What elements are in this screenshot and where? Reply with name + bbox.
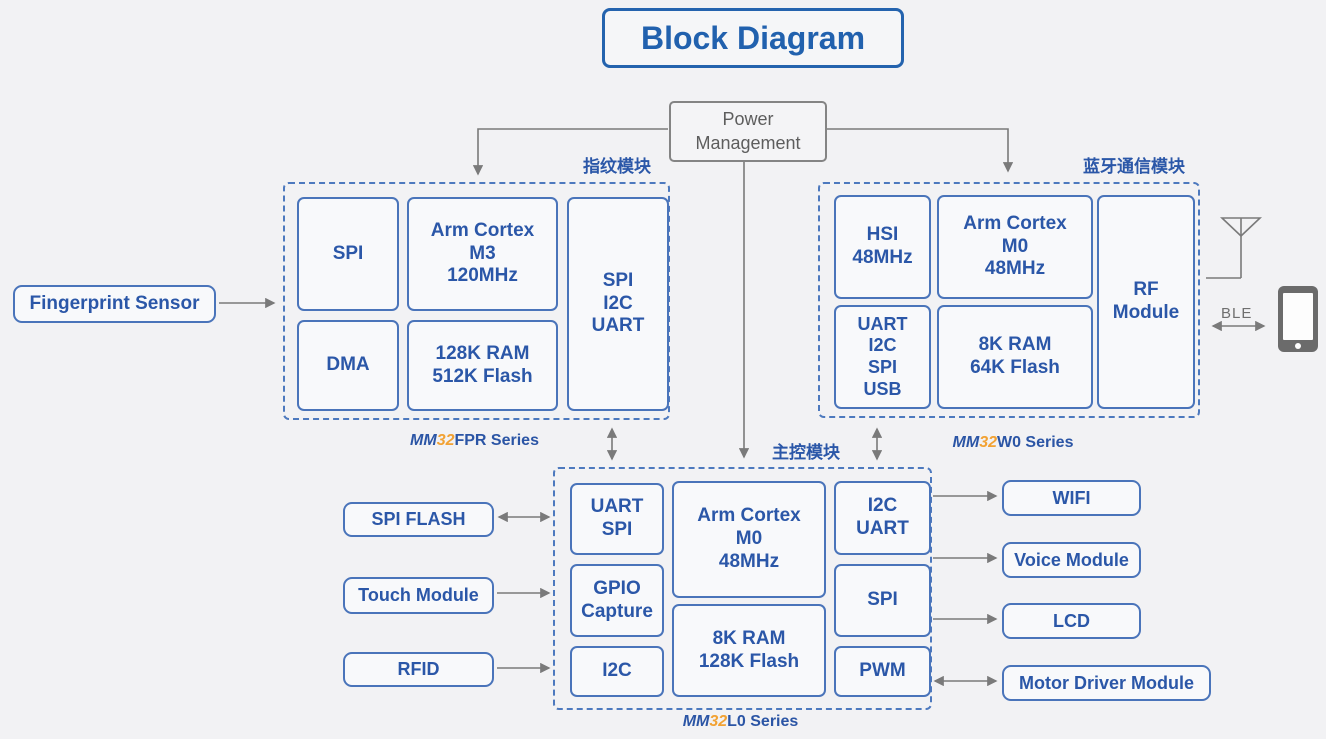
series-rest: L0 Series <box>727 713 799 730</box>
series-rest: FPR Series <box>454 432 539 449</box>
block-hsi: HSI 48MHz <box>834 195 931 299</box>
peripheral-voice-module: Voice Module <box>1002 542 1141 578</box>
series-mm: MM <box>682 713 710 730</box>
peripheral-wifi: WIFI <box>1002 480 1141 516</box>
fingerprint-sensor-box: Fingerprint Sensor <box>13 285 216 323</box>
series-mm: MM <box>952 434 980 451</box>
peripheral-lcd: LCD <box>1002 603 1141 639</box>
module-tag-main: 主控模块 <box>772 443 840 462</box>
peripheral-touch-module: Touch Module <box>343 577 494 614</box>
module-main: UART SPI Arm Cortex M0 48MHz I2C UART GP… <box>553 467 932 710</box>
smartphone-icon <box>1278 286 1318 352</box>
phone-home-button <box>1295 343 1301 349</box>
block-arm-cortex-m0-bt: Arm Cortex M0 48MHz <box>937 195 1093 299</box>
series-mm: MM <box>410 432 437 449</box>
series-label-bluetooth: MM32W0 Series <box>818 434 1208 452</box>
peripheral-rfid: RFID <box>343 652 494 687</box>
block-8k-ram-64k: 8K RAM 64K Flash <box>937 305 1093 409</box>
block-i2c-main: I2C <box>570 646 664 697</box>
module-bluetooth: HSI 48MHz Arm Cortex M0 48MHz RF Module … <box>818 182 1200 418</box>
power-management-box: Power Management <box>669 101 827 162</box>
block-spi-i2c-uart: SPI I2C UART <box>567 197 669 411</box>
block-i2c-uart: I2C UART <box>834 481 931 555</box>
series-label-fingerprint: MM32FPR Series <box>283 432 666 450</box>
block-uart-spi: UART SPI <box>570 483 664 555</box>
series-32: 32 <box>709 713 728 730</box>
block-pwm: PWM <box>834 646 931 697</box>
block-uart-i2c-spi-usb: UART I2C SPI USB <box>834 305 931 409</box>
block-8k-ram-128k: 8K RAM 128K Flash <box>672 604 826 697</box>
peripheral-spi-flash: SPI FLASH <box>343 502 494 537</box>
antenna-icon <box>1219 217 1263 278</box>
module-tag-fingerprint: 指纹模块 <box>583 157 651 176</box>
module-tag-bluetooth: 蓝牙通信模块 <box>1083 157 1185 176</box>
page-title: Block Diagram <box>602 8 904 68</box>
block-arm-cortex-m0-main: Arm Cortex M0 48MHz <box>672 481 826 598</box>
module-fingerprint: SPI Arm Cortex M3 120MHz SPI I2C UART DM… <box>283 182 670 420</box>
antenna-triangle <box>1219 217 1263 238</box>
block-spi-main: SPI <box>834 564 931 637</box>
block-128k-ram: 128K RAM 512K Flash <box>407 320 558 411</box>
series-32: 32 <box>979 434 997 451</box>
connector-power-to-bluetooth <box>820 128 1014 173</box>
ble-label: BLE <box>1221 305 1253 322</box>
block-spi: SPI <box>297 197 399 311</box>
peripheral-motor-driver: Motor Driver Module <box>1002 665 1211 701</box>
block-rf-module: RF Module <box>1097 195 1195 409</box>
series-rest: W0 Series <box>996 434 1074 451</box>
block-arm-cortex-m3: Arm Cortex M3 120MHz <box>407 197 558 311</box>
phone-screen <box>1283 293 1313 340</box>
series-label-main: MM32L0 Series <box>553 713 928 731</box>
block-dma: DMA <box>297 320 399 411</box>
series-32: 32 <box>436 432 455 449</box>
block-gpio-capture: GPIO Capture <box>570 564 664 637</box>
